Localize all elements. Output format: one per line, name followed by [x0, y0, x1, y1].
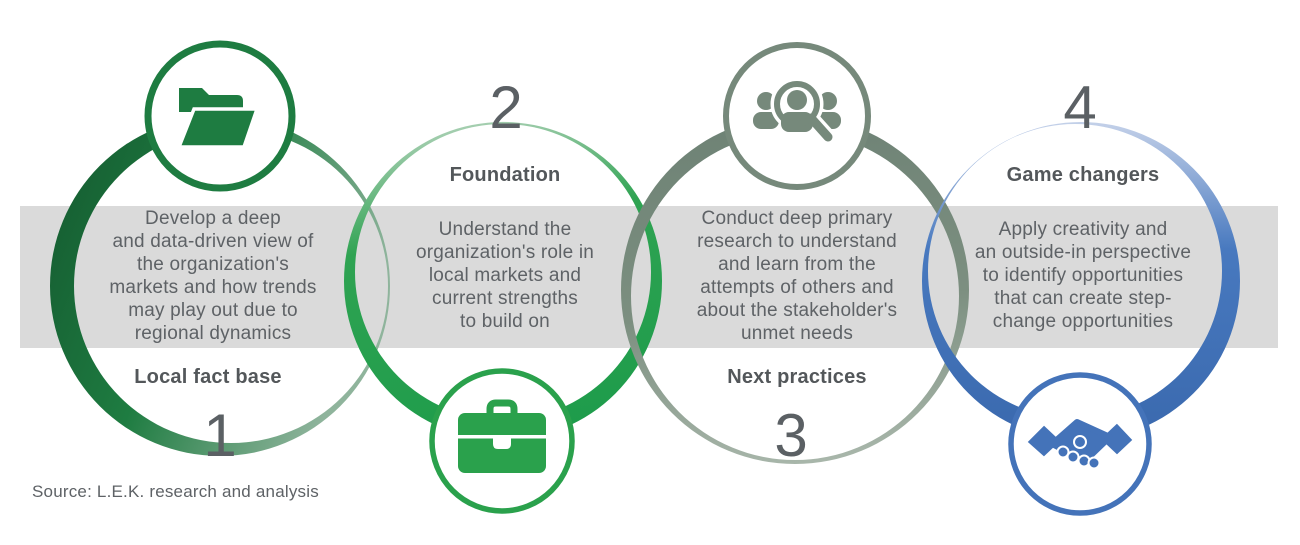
step-3-number: 3	[774, 402, 808, 469]
step-2-label: Foundation	[449, 164, 561, 186]
step-4-label: Game changers	[1006, 164, 1160, 186]
step-2-icon-badge	[429, 368, 575, 514]
step-4-description: Apply creativity and an outside-in persp…	[974, 219, 1192, 332]
step-2-description: Understand the organization's role in lo…	[415, 219, 595, 332]
step-1-description: Develop a deep and data-driven view of t…	[109, 208, 317, 344]
step-3-icon-badge	[723, 42, 871, 190]
step-3-label: Next practices	[727, 366, 867, 388]
step-2-number: 2	[489, 74, 523, 141]
step-1-label: Local fact base	[134, 366, 282, 388]
step-1-number: 1	[203, 402, 237, 469]
source-text: Source: L.E.K. research and analysis	[32, 482, 319, 501]
step-4-icon-badge	[1008, 372, 1152, 516]
people-magnifier-icon	[753, 77, 841, 149]
handshake-icon	[1024, 419, 1136, 470]
open-folder-icon	[176, 88, 260, 149]
step-3-description: Conduct deep primary research to underst…	[696, 208, 898, 344]
step-4-number: 4	[1063, 74, 1097, 141]
step-1-icon-badge	[144, 40, 296, 192]
briefcase-icon	[458, 399, 546, 473]
